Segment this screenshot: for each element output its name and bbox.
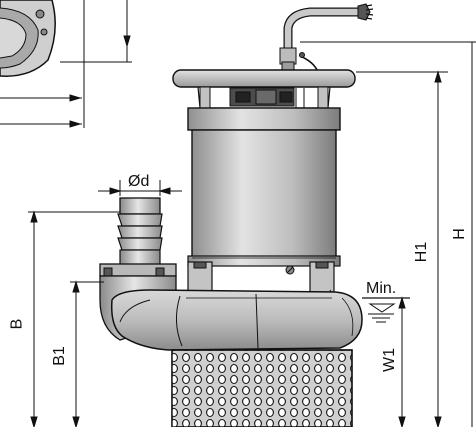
label-h: H [450, 228, 468, 240]
volute-casing [110, 289, 363, 351]
dimension-lines [28, 41, 476, 427]
power-cable [279, 3, 374, 73]
label-h1: H1 [413, 241, 431, 263]
label-b: B [8, 318, 26, 330]
label-w1: W1 [381, 348, 398, 372]
top-view-partial [0, 0, 56, 77]
motor-body [187, 107, 341, 267]
label-od: Ød [128, 173, 150, 190]
top-handle [172, 69, 356, 110]
label-min: Min. [366, 280, 397, 297]
strainer-screen [171, 349, 353, 427]
top-dimension-lines [0, 0, 132, 128]
label-b1: B1 [50, 346, 68, 366]
